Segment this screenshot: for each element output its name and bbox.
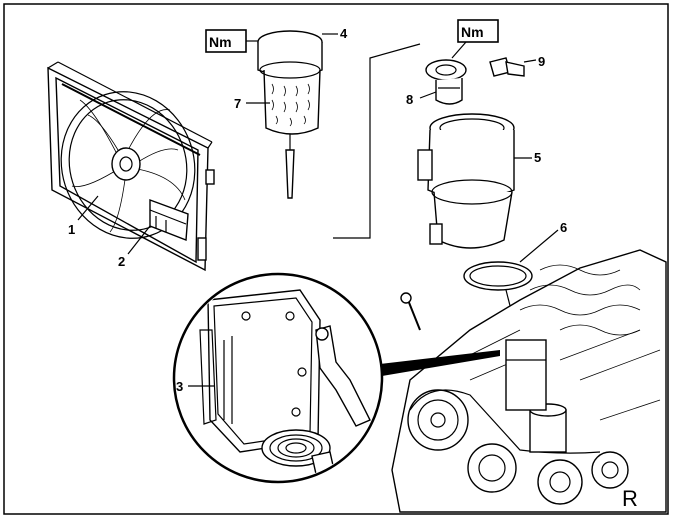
callout-6: 6: [560, 220, 567, 235]
callout-7: 7: [234, 96, 241, 111]
callout-9: 9: [538, 54, 545, 69]
assembly-bracket-line: [333, 43, 421, 239]
reservoir-body: [417, 113, 515, 249]
corner-mark: R: [622, 486, 638, 511]
engine-block: [391, 249, 667, 513]
callout-5: 5: [534, 150, 541, 165]
leader-9: [523, 59, 537, 63]
fan-shroud-assembly: [47, 61, 215, 272]
reservoir-cap-assembly: [205, 29, 323, 199]
torque-badge-cap: Nm: [209, 34, 232, 50]
callout-4: 4: [340, 26, 348, 41]
diagram-frame: [3, 3, 669, 515]
seal-ring: [463, 261, 533, 291]
leader-6: [519, 229, 559, 263]
leader-8: [419, 91, 437, 99]
torque-badge-seal: Nm: [461, 24, 484, 40]
detail-magnifier-inset: [172, 272, 500, 484]
callout-3: 3: [176, 379, 183, 394]
callout-2: 2: [118, 254, 125, 269]
leader-2: [127, 225, 151, 255]
leader-1: [77, 195, 99, 221]
callout-1: 1: [68, 222, 75, 237]
magnifier-pointer: [380, 350, 500, 376]
callout-8: 8: [406, 92, 413, 107]
seal-and-bolt-group: [425, 19, 525, 105]
